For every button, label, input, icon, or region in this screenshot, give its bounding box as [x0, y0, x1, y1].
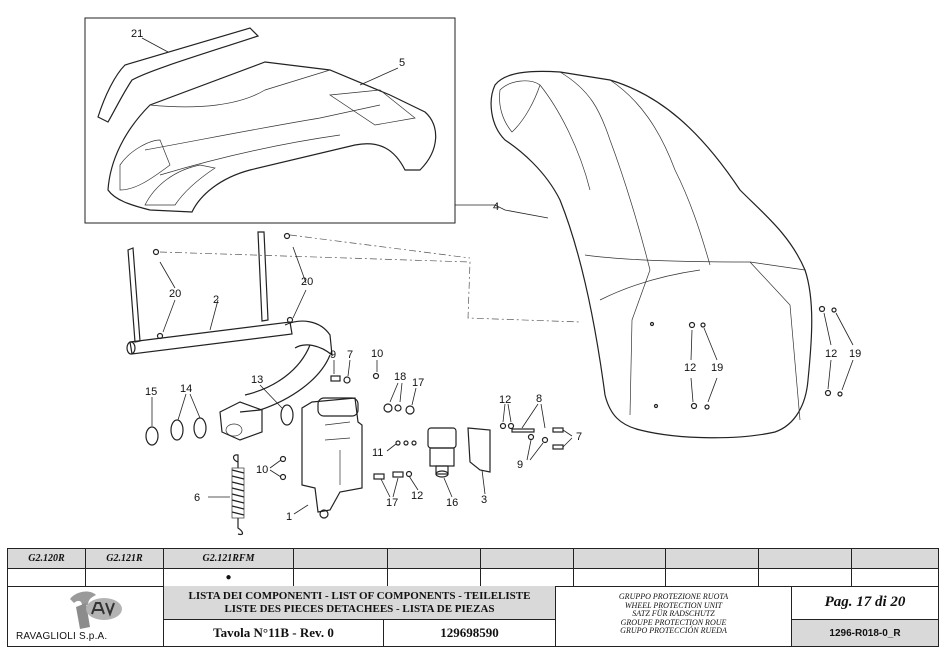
callout-12: 12 [825, 348, 837, 360]
part-21-strip [97, 27, 260, 123]
company-logo-box: RAVAGLIOLI S.p.A. [8, 586, 164, 646]
callout-17: 17 [386, 497, 398, 509]
group-name: SATZ FÜR RADSCHUTZ [632, 609, 715, 619]
table-label: Tavola N°11B - Rev. 0 [164, 620, 384, 646]
code-number: 129698590 [384, 620, 556, 646]
mark-cell [574, 568, 666, 586]
callout-19: 19 [849, 348, 861, 360]
model-cell-empty [759, 549, 852, 568]
part-5-cover [107, 61, 437, 213]
model-cell-empty [666, 549, 759, 568]
callout-5: 5 [399, 57, 405, 69]
company-name: RAVAGLIOLI S.p.A. [16, 631, 108, 642]
callout-20: 20 [301, 276, 313, 288]
applicability-row: ● [8, 568, 938, 587]
title-block: G2.120R G2.121R G2.121RFM ● [7, 548, 939, 647]
leader-lines [141, 37, 854, 515]
callout-18: 18 [394, 371, 406, 383]
callout-12: 12 [411, 490, 423, 502]
callout-7: 7 [576, 431, 582, 443]
callout-6: 6 [194, 492, 200, 504]
callout-17: 17 [412, 377, 424, 389]
mark-cell [8, 568, 86, 586]
components-list-title: LISTA DEI COMPONENTI - LIST OF COMPONENT… [164, 586, 556, 620]
model-cell: G2.121RFM [164, 549, 294, 568]
callout-19: 19 [711, 362, 723, 374]
company-logo [70, 591, 122, 629]
model-cell-empty [481, 549, 574, 568]
callout-12: 12 [499, 394, 511, 406]
list-title-line: LISTE DES PIECES DETACHEES - LISTA DE PI… [224, 603, 495, 615]
group-name: GROUPE PROTECTION ROUE [620, 617, 727, 627]
model-cell-empty [388, 549, 481, 568]
part-3-plate [467, 427, 491, 473]
model-cell-empty [574, 549, 666, 568]
mark-cell [86, 568, 164, 586]
mark-cell [852, 568, 938, 586]
callout-21: 21 [131, 28, 143, 40]
mark-cell [388, 568, 481, 586]
callout-9: 9 [517, 459, 523, 471]
callout-15: 15 [145, 386, 157, 398]
detail-frame [84, 17, 456, 224]
part-4-wheel-guard [490, 70, 813, 439]
part-6-spring [231, 454, 245, 536]
exploded-parts-drawing: 21 5 4 20 2 20 9 7 10 18 17 13 15 14 12 … [84, 17, 861, 536]
part-16-sensor [427, 427, 457, 478]
group-name: GRUPO PROTECCIÓN RUEDA [620, 626, 727, 636]
mark-cell: ● [164, 568, 294, 586]
callout-7: 7 [347, 349, 353, 361]
callout-10: 10 [371, 348, 383, 360]
mark-cell [759, 568, 852, 586]
callout-20: 20 [169, 288, 181, 300]
callout-12: 12 [684, 362, 696, 374]
group-name: GRUPPO PROTEZIONE RUOTA [618, 592, 729, 601]
models-row: G2.120R G2.121R G2.121RFM [8, 549, 938, 569]
title-bottom: RAVAGLIOLI S.p.A. LISTA DEI COMPONENTI -… [8, 586, 938, 646]
group-names: GRUPPO PROTEZIONE RUOTA WHEEL PROTECTION… [556, 586, 792, 646]
callout-1: 1 [286, 511, 292, 523]
callout-4: 4 [493, 201, 499, 213]
list-title-line: LISTA DEI COMPONENTI - LIST OF COMPONENT… [188, 590, 531, 602]
document-code: 1296-R018-0_R [792, 620, 938, 646]
callout-10: 10 [256, 464, 268, 476]
model-cell: G2.120R [8, 549, 86, 568]
callout-8: 8 [536, 393, 542, 405]
callout-3: 3 [481, 494, 487, 506]
mark-cell [481, 568, 574, 586]
callout-16: 16 [446, 497, 458, 509]
callout-9: 9 [330, 349, 336, 361]
mark-cell [666, 568, 759, 586]
part-2-mounting-bar [129, 321, 293, 355]
model-cell-empty [294, 549, 388, 568]
model-cell-empty [852, 549, 938, 568]
callout-11: 11 [372, 447, 383, 459]
hardware-group [145, 232, 843, 481]
part-1-bracket [301, 397, 363, 513]
page-number: Pag. 17 di 20 [792, 586, 938, 620]
callout-14: 14 [180, 383, 192, 395]
group-name: WHEEL PROTECTION UNIT [624, 600, 723, 610]
callout-2: 2 [213, 294, 219, 306]
callout-13: 13 [251, 374, 263, 386]
mark-cell [294, 568, 388, 586]
model-cell: G2.121R [86, 549, 164, 568]
